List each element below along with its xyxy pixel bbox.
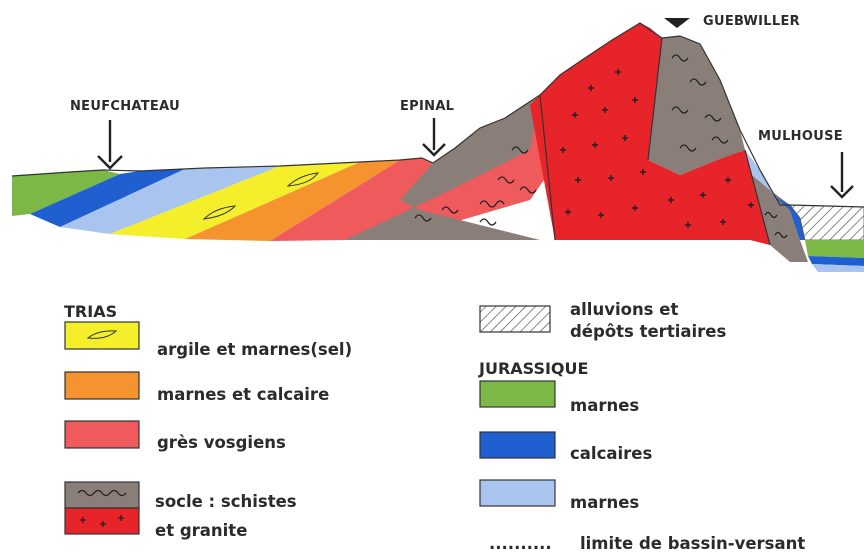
swatch-gres-vosgiens (65, 421, 139, 448)
label-guebwiller: GUEBWILLER (703, 14, 800, 29)
swatch-granite (65, 508, 139, 534)
legend-label-marnes-calcaire: marnes et calcaire (157, 385, 329, 404)
legend-limite-dots: .......... (489, 534, 552, 553)
swatch-marnes-calcaire (65, 372, 139, 399)
layer-jurassic-marnes-east (805, 240, 864, 258)
summit-marker-icon (664, 18, 690, 28)
legend-label-jurassique-marnes: marnes (570, 396, 639, 415)
legend-label-schistes: socle : schistes (155, 492, 297, 511)
location-guebwiller: GUEBWILLER (664, 14, 800, 29)
legend-label-limite: limite de bassin-versant (580, 534, 805, 553)
legend-label-granite: et granite (155, 521, 247, 540)
swatch-jurassique-marnes-light (480, 480, 555, 506)
legend-label-alluvions-1: alluvions et (570, 300, 678, 319)
swatch-alluvions (480, 306, 550, 332)
legend-heading-jurassique: JURASSIQUE (478, 359, 588, 378)
location-epinal: EPINAL (400, 99, 454, 155)
label-mulhouse: MULHOUSE (758, 129, 843, 144)
location-mulhouse: MULHOUSE (758, 129, 853, 197)
location-neufchateau: NEUFCHATEAU (70, 99, 180, 168)
cross-section (12, 23, 864, 272)
legend-label-gres-vosgiens: grès vosgiens (157, 433, 286, 452)
label-epinal: EPINAL (400, 99, 454, 114)
label-neufchateau: NEUFCHATEAU (70, 99, 180, 114)
legend-label-jurassique-calcaires: calcaires (570, 444, 652, 463)
legend-trias: TRIAS argile et marnes(sel) marnes et ca… (64, 302, 352, 540)
legend-heading-trias: TRIAS (64, 302, 117, 321)
swatch-schistes (65, 482, 139, 508)
swatch-jurassique-marnes (480, 381, 555, 407)
legend-label-argile: argile et marnes(sel) (157, 340, 352, 359)
legend-label-alluvions-2: dépôts tertiaires (570, 322, 726, 341)
legend-label-jurassique-marnes-light: marnes (570, 493, 639, 512)
swatch-jurassique-calcaires (480, 432, 555, 458)
legend-right: alluvions et dépôts tertiaires JURASSIQU… (478, 300, 805, 553)
